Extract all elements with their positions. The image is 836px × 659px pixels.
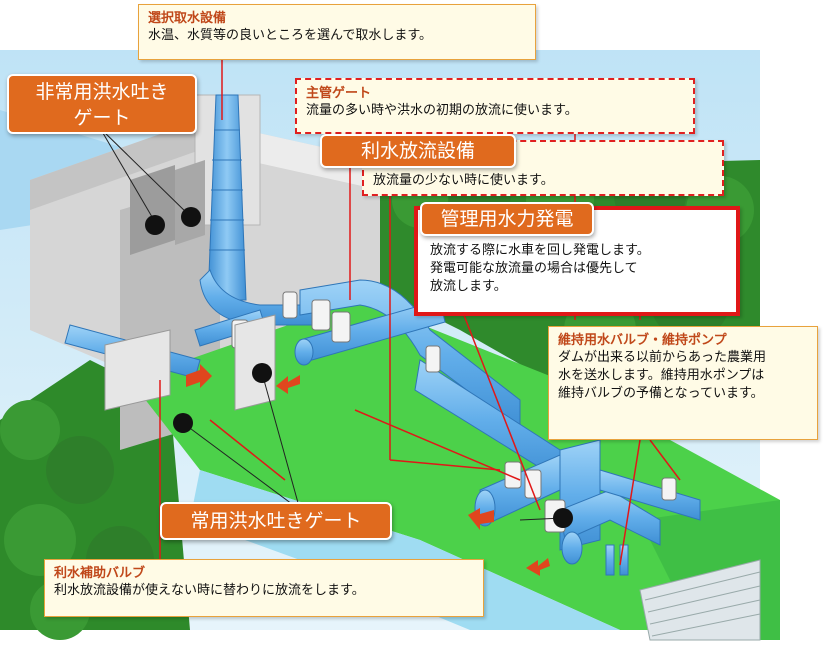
label-regular-spillway-gate: 常用洪水吐きゲート bbox=[160, 502, 392, 540]
label-water-use-text: 利水放流設備 bbox=[360, 140, 475, 162]
callout-maintenance-line3: 維持バルブの予備となっています。 bbox=[558, 386, 764, 401]
callout-maintenance-valve: 維持用水バルブ・維持ポンプ ダムが出来る以前からあった農業用 水を送水します。維… bbox=[548, 326, 818, 440]
callout-main-gate: 主管ゲート 流量の多い時や洪水の初期の放流に使います。 bbox=[295, 78, 695, 134]
label-hydro-text: 管理用水力発電 bbox=[440, 208, 574, 230]
label-emergency-gate-line1: 非常用洪水吐き bbox=[35, 81, 169, 103]
callout-intake-title: 選択取水設備 bbox=[148, 11, 227, 26]
callout-intake-body: 水温、水質等の良いところを選んで取水します。 bbox=[148, 28, 433, 43]
location-dots bbox=[145, 207, 573, 528]
label-emergency-spillway-gate: 非常用洪水吐き ゲート bbox=[7, 74, 197, 134]
callout-maintenance-line1: ダムが出来る以前からあった農業用 bbox=[558, 350, 767, 365]
label-emergency-gate-line2: ゲート bbox=[73, 107, 131, 129]
callout-main-gate-title: 主管ゲート bbox=[306, 86, 372, 101]
callout-aux-valve-title: 利水補助バルブ bbox=[54, 566, 146, 581]
callout-water-use-body: 放流量の少ない時に使います。 bbox=[373, 173, 554, 188]
callout-intake-facility: 選択取水設備 水温、水質等の良いところを選んで取水します。 bbox=[138, 4, 536, 60]
callout-main-gate-body: 流量の多い時や洪水の初期の放流に使います。 bbox=[306, 103, 578, 118]
label-water-use-facility: 利水放流設備 bbox=[320, 134, 516, 168]
callout-maintenance-line2: 水を送水します。維持用水ポンプは bbox=[558, 368, 765, 383]
callout-aux-valve-body: 利水放流設備が使えない時に替わりに放流をします。 bbox=[54, 583, 365, 598]
callout-hydro-line1: 放流する際に水車を回し発電します。 bbox=[430, 243, 650, 258]
label-regular-gate-text: 常用洪水吐きゲート bbox=[190, 510, 362, 532]
leader-lines bbox=[99, 127, 564, 521]
flow-arrows bbox=[186, 364, 550, 576]
callout-maintenance-title: 維持用水バルブ・維持ポンプ bbox=[558, 333, 727, 348]
callout-hydro-line2: 発電可能な放流量の場合は優先して bbox=[430, 261, 638, 276]
callout-aux-valve: 利水補助バルブ 利水放流設備が使えない時に替わりに放流をします。 bbox=[44, 559, 484, 617]
spillway-steps bbox=[639, 559, 761, 641]
label-hydro-power: 管理用水力発電 bbox=[420, 202, 594, 236]
callout-hydro-line3: 放流します。 bbox=[430, 279, 507, 294]
intake-tower bbox=[207, 94, 247, 301]
gate-blocks bbox=[104, 314, 276, 411]
